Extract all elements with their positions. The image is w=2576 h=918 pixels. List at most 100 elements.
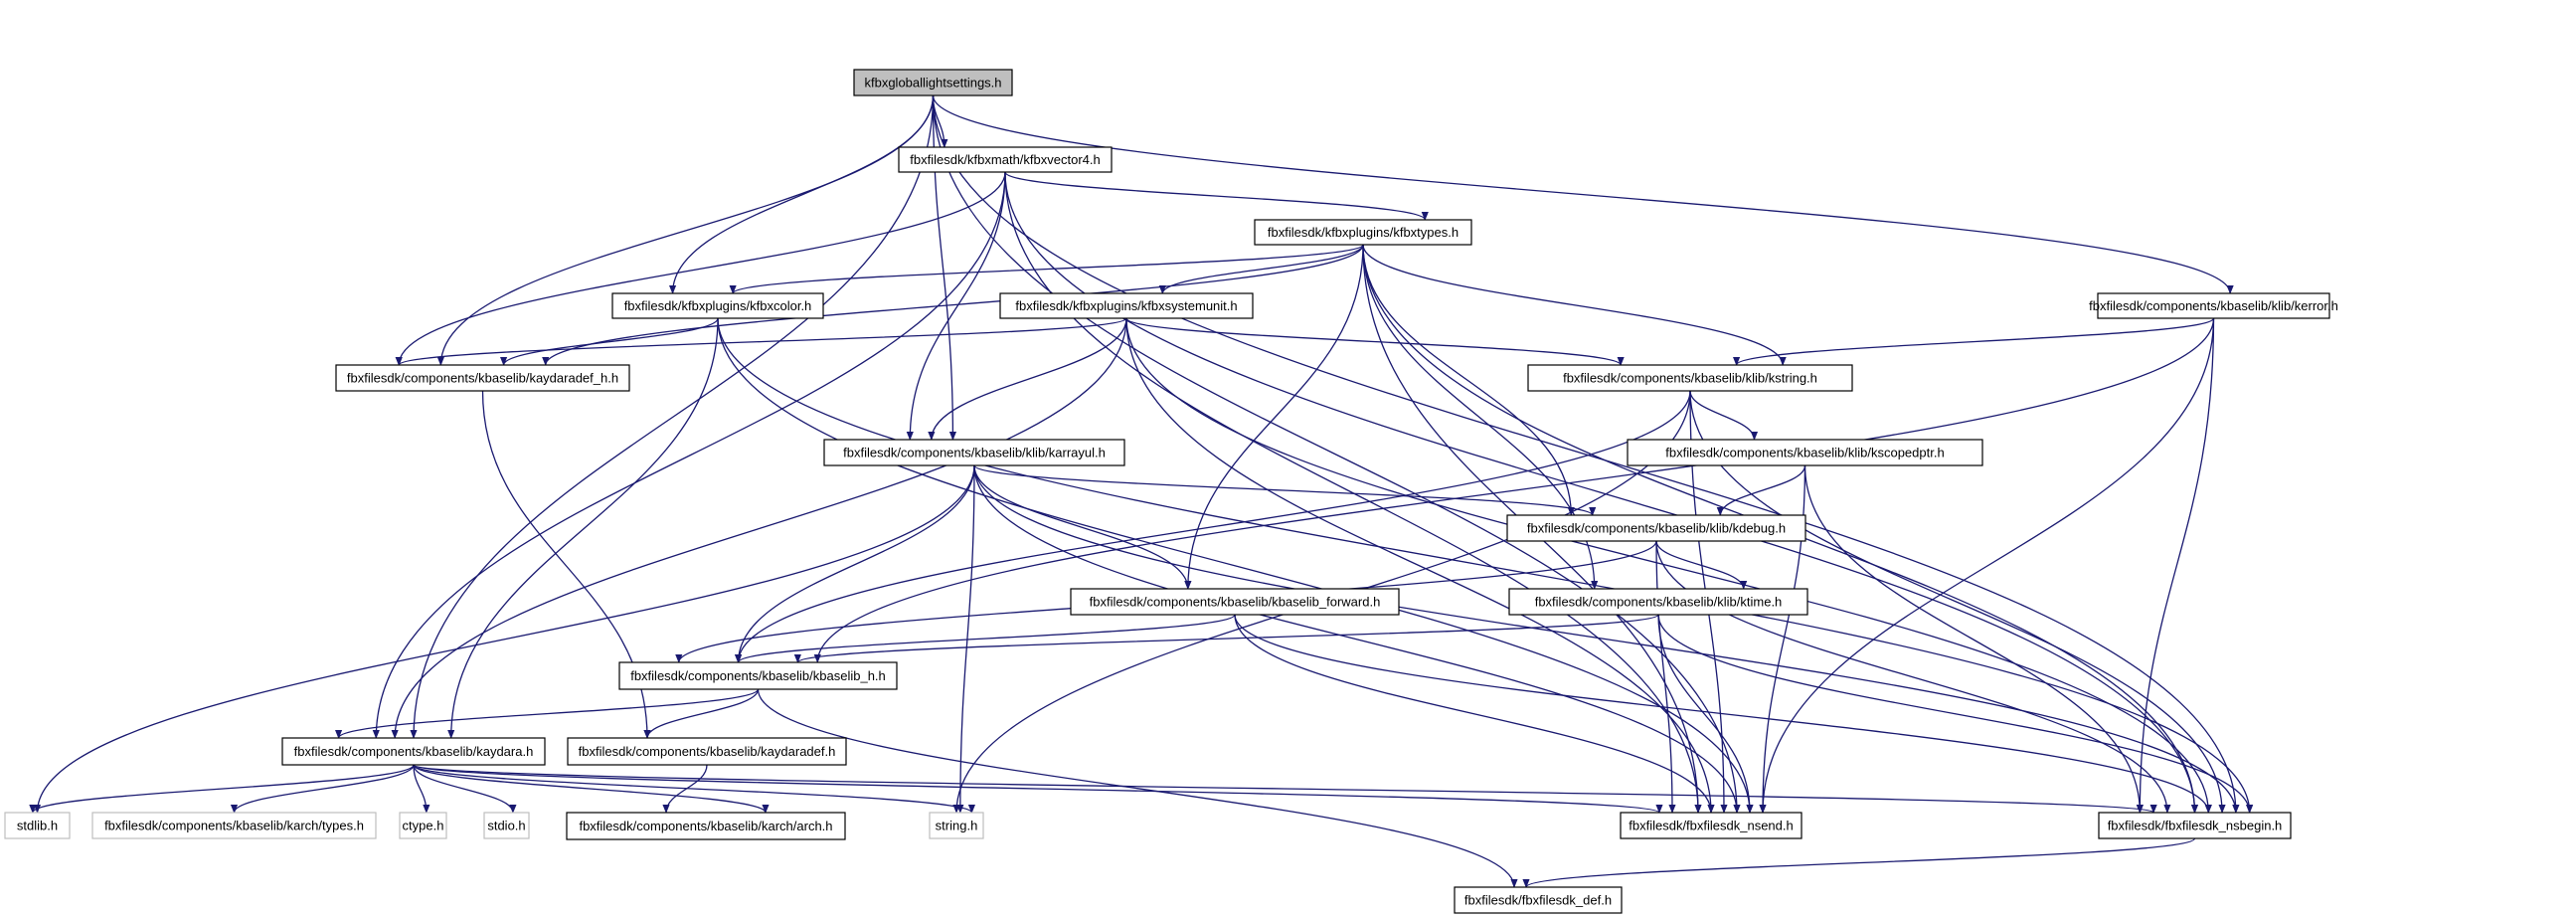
edge-arrow bbox=[1657, 614, 1754, 814]
edge-arrow bbox=[1733, 317, 2215, 366]
edge-arrow bbox=[1657, 614, 2254, 814]
edge-systemunit-to-kaydaradef_h bbox=[395, 317, 1127, 366]
node-kbaselib-h[interactable]: fbxfilesdk/components/kbaselib/kbaselib_… bbox=[618, 661, 898, 690]
node-box bbox=[929, 812, 984, 839]
edge-arrow bbox=[717, 317, 1754, 814]
edge-arrow bbox=[735, 614, 1236, 663]
edge-arrow bbox=[813, 317, 2215, 663]
edge-ktime-to-nsend bbox=[1657, 614, 1754, 814]
edge-kerror-to-kstring bbox=[1733, 317, 2215, 366]
edge-arrow bbox=[729, 244, 1364, 294]
node-arch[interactable]: fbxfilesdk/components/kbaselib/karch/arc… bbox=[566, 812, 846, 840]
edge-systemunit-to-nsbegin bbox=[1125, 317, 2212, 814]
edge-kbaselib_forward-to-nsend bbox=[1234, 614, 1715, 814]
node-kaydara[interactable]: fbxfilesdk/components/kbaselib/kaydara.h bbox=[281, 737, 546, 766]
node-kdebug[interactable]: fbxfilesdk/components/kbaselib/klib/kdeb… bbox=[1506, 514, 1806, 542]
edge-arrow bbox=[973, 464, 1192, 590]
edge-karrayul-to-stdlib bbox=[33, 464, 975, 814]
node-ktime[interactable]: fbxfilesdk/components/kbaselib/klib/ktim… bbox=[1508, 588, 1808, 616]
node-box bbox=[1454, 886, 1623, 914]
node-def[interactable]: fbxfilesdk/fbxfilesdk_def.h bbox=[1454, 886, 1623, 914]
node-box bbox=[1070, 588, 1400, 616]
node-color[interactable]: fbxfilesdk/kfbxplugins/kfbxcolor.h bbox=[611, 292, 824, 319]
edge-arrow bbox=[395, 171, 1006, 366]
edge-color-to-kaydaradef_h bbox=[500, 317, 719, 366]
node-kstring[interactable]: fbxfilesdk/components/kbaselib/klib/kstr… bbox=[1527, 364, 1853, 392]
edge-root-to-color bbox=[668, 94, 935, 294]
edge-kbaselib_forward-to-kbaselib_h bbox=[735, 614, 1236, 663]
edge-kdebug-to-nsend bbox=[1655, 540, 1676, 814]
edge-color-to-kaydara bbox=[447, 317, 719, 739]
edge-arrow bbox=[973, 464, 1597, 516]
edge-arrow bbox=[1125, 317, 2212, 814]
edge-arrow bbox=[662, 764, 708, 814]
edge-arrow bbox=[928, 317, 1127, 441]
node-label: ctype.h bbox=[403, 818, 444, 832]
edge-karrayul-to-nsbegin bbox=[973, 464, 2240, 814]
node-kerror[interactable]: fbxfilesdk/components/kbaselib/klib/kerr… bbox=[2089, 292, 2338, 319]
edge-systemunit-to-kstring bbox=[1125, 317, 1625, 366]
edge-arrow bbox=[447, 317, 719, 739]
node-kaydaradef-h[interactable]: fbxfilesdk/components/kbaselib/kaydarade… bbox=[335, 364, 630, 392]
edge-arrow bbox=[932, 94, 2240, 814]
edge-kscopedptr-to-kdebug bbox=[1716, 464, 1806, 516]
node-types[interactable]: fbxfilesdk/kfbxplugins/kfbxtypes.h bbox=[1254, 219, 1472, 246]
node-kscopedptr[interactable]: fbxfilesdk/components/kbaselib/klib/ksco… bbox=[1627, 439, 1983, 466]
edge-kaydara-to-stdlib bbox=[29, 764, 415, 814]
node-box bbox=[618, 661, 898, 690]
edge-root-to-kaydaradef_h bbox=[436, 94, 935, 366]
edge-arrow bbox=[1362, 244, 1575, 516]
edge-arrow bbox=[1689, 390, 1759, 441]
node-nsend[interactable]: fbxfilesdk/fbxfilesdk_nsend.h bbox=[1620, 812, 1803, 839]
edge-arrow bbox=[1004, 171, 1429, 221]
edge-root-to-kaydara bbox=[410, 94, 935, 739]
node-label: fbxfilesdk/kfbxplugins/kfbxtypes.h bbox=[1268, 225, 1459, 240]
edge-arrow bbox=[413, 764, 975, 814]
edge-kbaselib_h-to-kaydaradef bbox=[643, 688, 760, 739]
edge-systemunit-to-kaydara bbox=[391, 317, 1127, 739]
node-nsbegin[interactable]: fbxfilesdk/fbxfilesdk_nsbegin.h bbox=[2098, 812, 2292, 839]
edge-arrow bbox=[413, 764, 517, 814]
node-kaydaradef[interactable]: fbxfilesdk/components/kbaselib/kaydarade… bbox=[567, 737, 847, 766]
edge-arrow bbox=[906, 171, 1006, 441]
node-box bbox=[611, 292, 824, 319]
node-systemunit[interactable]: fbxfilesdk/kfbxplugins/kfbxsystemunit.h bbox=[999, 292, 1254, 319]
node-karrayul[interactable]: fbxfilesdk/components/kbaselib/klib/karr… bbox=[823, 439, 1125, 466]
node-vector4[interactable]: fbxfilesdk/kfbxmath/kfbxvector4.h bbox=[898, 146, 1113, 173]
node-label: fbxfilesdk/components/kbaselib/kaydara.h bbox=[294, 744, 534, 759]
node-box bbox=[281, 737, 546, 766]
edge-vector4-to-nsbegin bbox=[1004, 171, 2199, 814]
edge-arrow bbox=[413, 764, 2157, 814]
edge-arrow bbox=[500, 317, 719, 366]
edge-kaydara-to-stdio bbox=[413, 764, 517, 814]
edge-kaydara-to-ctype bbox=[413, 764, 430, 814]
edge-arrow bbox=[734, 464, 975, 663]
node-box bbox=[335, 364, 630, 392]
edge-arrow bbox=[1522, 837, 2196, 888]
edge-arrow bbox=[436, 94, 935, 366]
node-box bbox=[898, 146, 1113, 173]
edge-kdebug-to-nsbegin bbox=[1655, 540, 2171, 814]
node-kbaselib-forward[interactable]: fbxfilesdk/components/kbaselib/kbaselib_… bbox=[1070, 588, 1400, 616]
edge-vector4-to-types bbox=[1004, 171, 1429, 221]
edge-arrow bbox=[932, 94, 1741, 814]
node-label: fbxfilesdk/components/kbaselib/kaydarade… bbox=[579, 744, 836, 759]
edge-karrayul-to-kbaselib_forward bbox=[973, 464, 1192, 590]
edge-arrow bbox=[1362, 244, 1787, 366]
node-box bbox=[1508, 588, 1808, 616]
node-label: fbxfilesdk/components/kbaselib/klib/ksco… bbox=[1665, 445, 1944, 459]
edge-color-to-nsbegin bbox=[717, 317, 2254, 814]
node-label: fbxfilesdk/kfbxplugins/kfbxcolor.h bbox=[624, 298, 812, 313]
edge-kaydara-to-karch_types bbox=[230, 764, 415, 814]
node-label: fbxfilesdk/components/kbaselib/klib/karr… bbox=[843, 445, 1106, 459]
edge-arrow bbox=[668, 94, 935, 294]
edge-kbaselib_h-to-kaydara bbox=[335, 688, 760, 739]
node-label: fbxfilesdk/fbxfilesdk_def.h bbox=[1464, 892, 1612, 907]
node-label: fbxfilesdk/fbxfilesdk_nsend.h bbox=[1629, 818, 1793, 832]
node-box bbox=[1506, 514, 1806, 542]
node-string: string.h bbox=[929, 812, 984, 839]
edge-types-to-kstring bbox=[1362, 244, 1787, 366]
node-label: fbxfilesdk/components/kbaselib/karch/typ… bbox=[104, 818, 364, 832]
edge-arrow bbox=[395, 317, 1127, 366]
edge-arrow bbox=[335, 688, 760, 739]
